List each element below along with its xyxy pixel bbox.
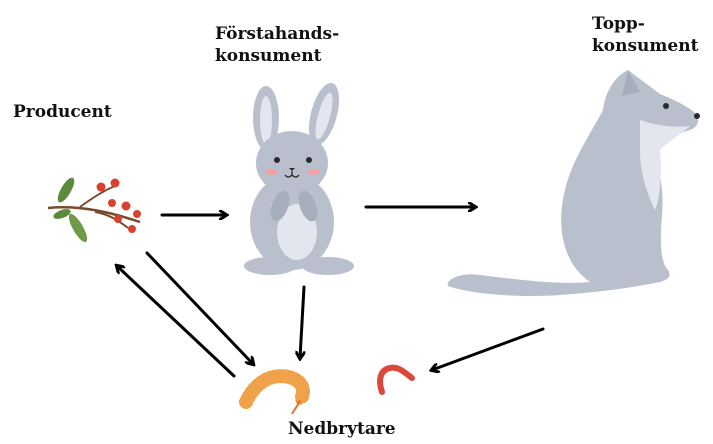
label-top-line1: Topp- — [592, 13, 698, 35]
label-decomposer: Nedbrytare — [288, 418, 396, 440]
label-top-consumer: Topp- konsument — [592, 13, 698, 57]
berry-branch-icon — [48, 175, 141, 244]
arrow-top-to-decomposer — [432, 329, 543, 370]
worm-icon — [380, 368, 412, 392]
rabbit-icon — [244, 80, 354, 275]
label-primary-consumer: Förstahands- konsument — [215, 23, 339, 67]
label-top-line2: konsument — [592, 35, 698, 57]
label-producer: Producent — [13, 101, 112, 123]
arrow-primary-to-decomposer — [300, 287, 304, 358]
label-primary-line2: konsument — [215, 45, 339, 67]
centipede-icon — [246, 376, 303, 414]
label-primary-line1: Förstahands- — [215, 23, 339, 45]
wolf-icon — [448, 70, 700, 296]
